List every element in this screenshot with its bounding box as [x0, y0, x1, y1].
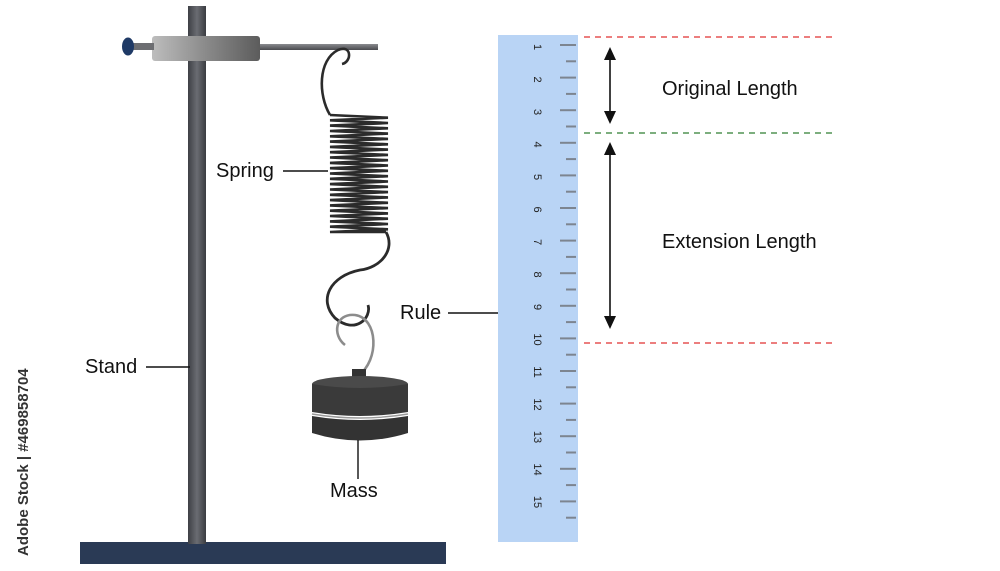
original-length-arrow	[604, 47, 616, 124]
ruler-number: 7	[531, 239, 543, 245]
ruler-number: 3	[531, 109, 543, 115]
ruler-ticks	[560, 44, 576, 519]
ruler-number: 10	[531, 333, 543, 345]
ruler-number: 6	[531, 206, 543, 212]
ruler-number: 9	[531, 304, 543, 310]
spring-coil	[329, 113, 389, 234]
stand-clamp	[152, 36, 260, 61]
measurement-arrows	[604, 47, 616, 329]
ruler-number: 1	[531, 44, 543, 50]
clamp-knob	[122, 37, 134, 56]
ruler-body	[498, 35, 578, 542]
mass-body-lower	[312, 416, 408, 441]
mass-body-upper	[312, 384, 408, 416]
spring-bottom-hook	[325, 231, 391, 327]
original-length-label: Original Length	[662, 78, 798, 100]
spring-label: Spring	[216, 160, 274, 182]
rule-label: Rule	[400, 302, 441, 324]
stand	[80, 6, 446, 564]
ruler-number: 5	[531, 174, 543, 180]
stock-credit: Adobe Stock | #469858704	[15, 368, 32, 556]
leader-lines	[146, 170, 498, 479]
ruler-number: 4	[531, 141, 543, 147]
ruler-number: 11	[531, 366, 543, 377]
mass-label: Mass	[330, 480, 378, 502]
reference-lines	[584, 36, 836, 344]
extension-length-label: Extension Length	[662, 231, 817, 253]
ruler-number: 13	[531, 431, 543, 443]
clamp-screw	[130, 43, 154, 50]
ruler-number: 15	[531, 496, 543, 508]
spring	[320, 47, 391, 327]
stand-base	[80, 542, 446, 564]
mass-hook	[335, 313, 375, 378]
spring-top-hook	[320, 47, 351, 116]
mass	[311, 313, 409, 441]
ruler-number: 8	[531, 271, 543, 277]
extension-length-arrow	[604, 142, 616, 329]
stand-label: Stand	[85, 356, 137, 378]
ruler-number: 2	[531, 76, 543, 82]
mass-band	[311, 413, 409, 419]
stand-rod	[188, 6, 206, 544]
ruler-number: 12	[531, 398, 543, 410]
ruler-number: 14	[531, 463, 543, 475]
stand-arm	[150, 44, 378, 50]
